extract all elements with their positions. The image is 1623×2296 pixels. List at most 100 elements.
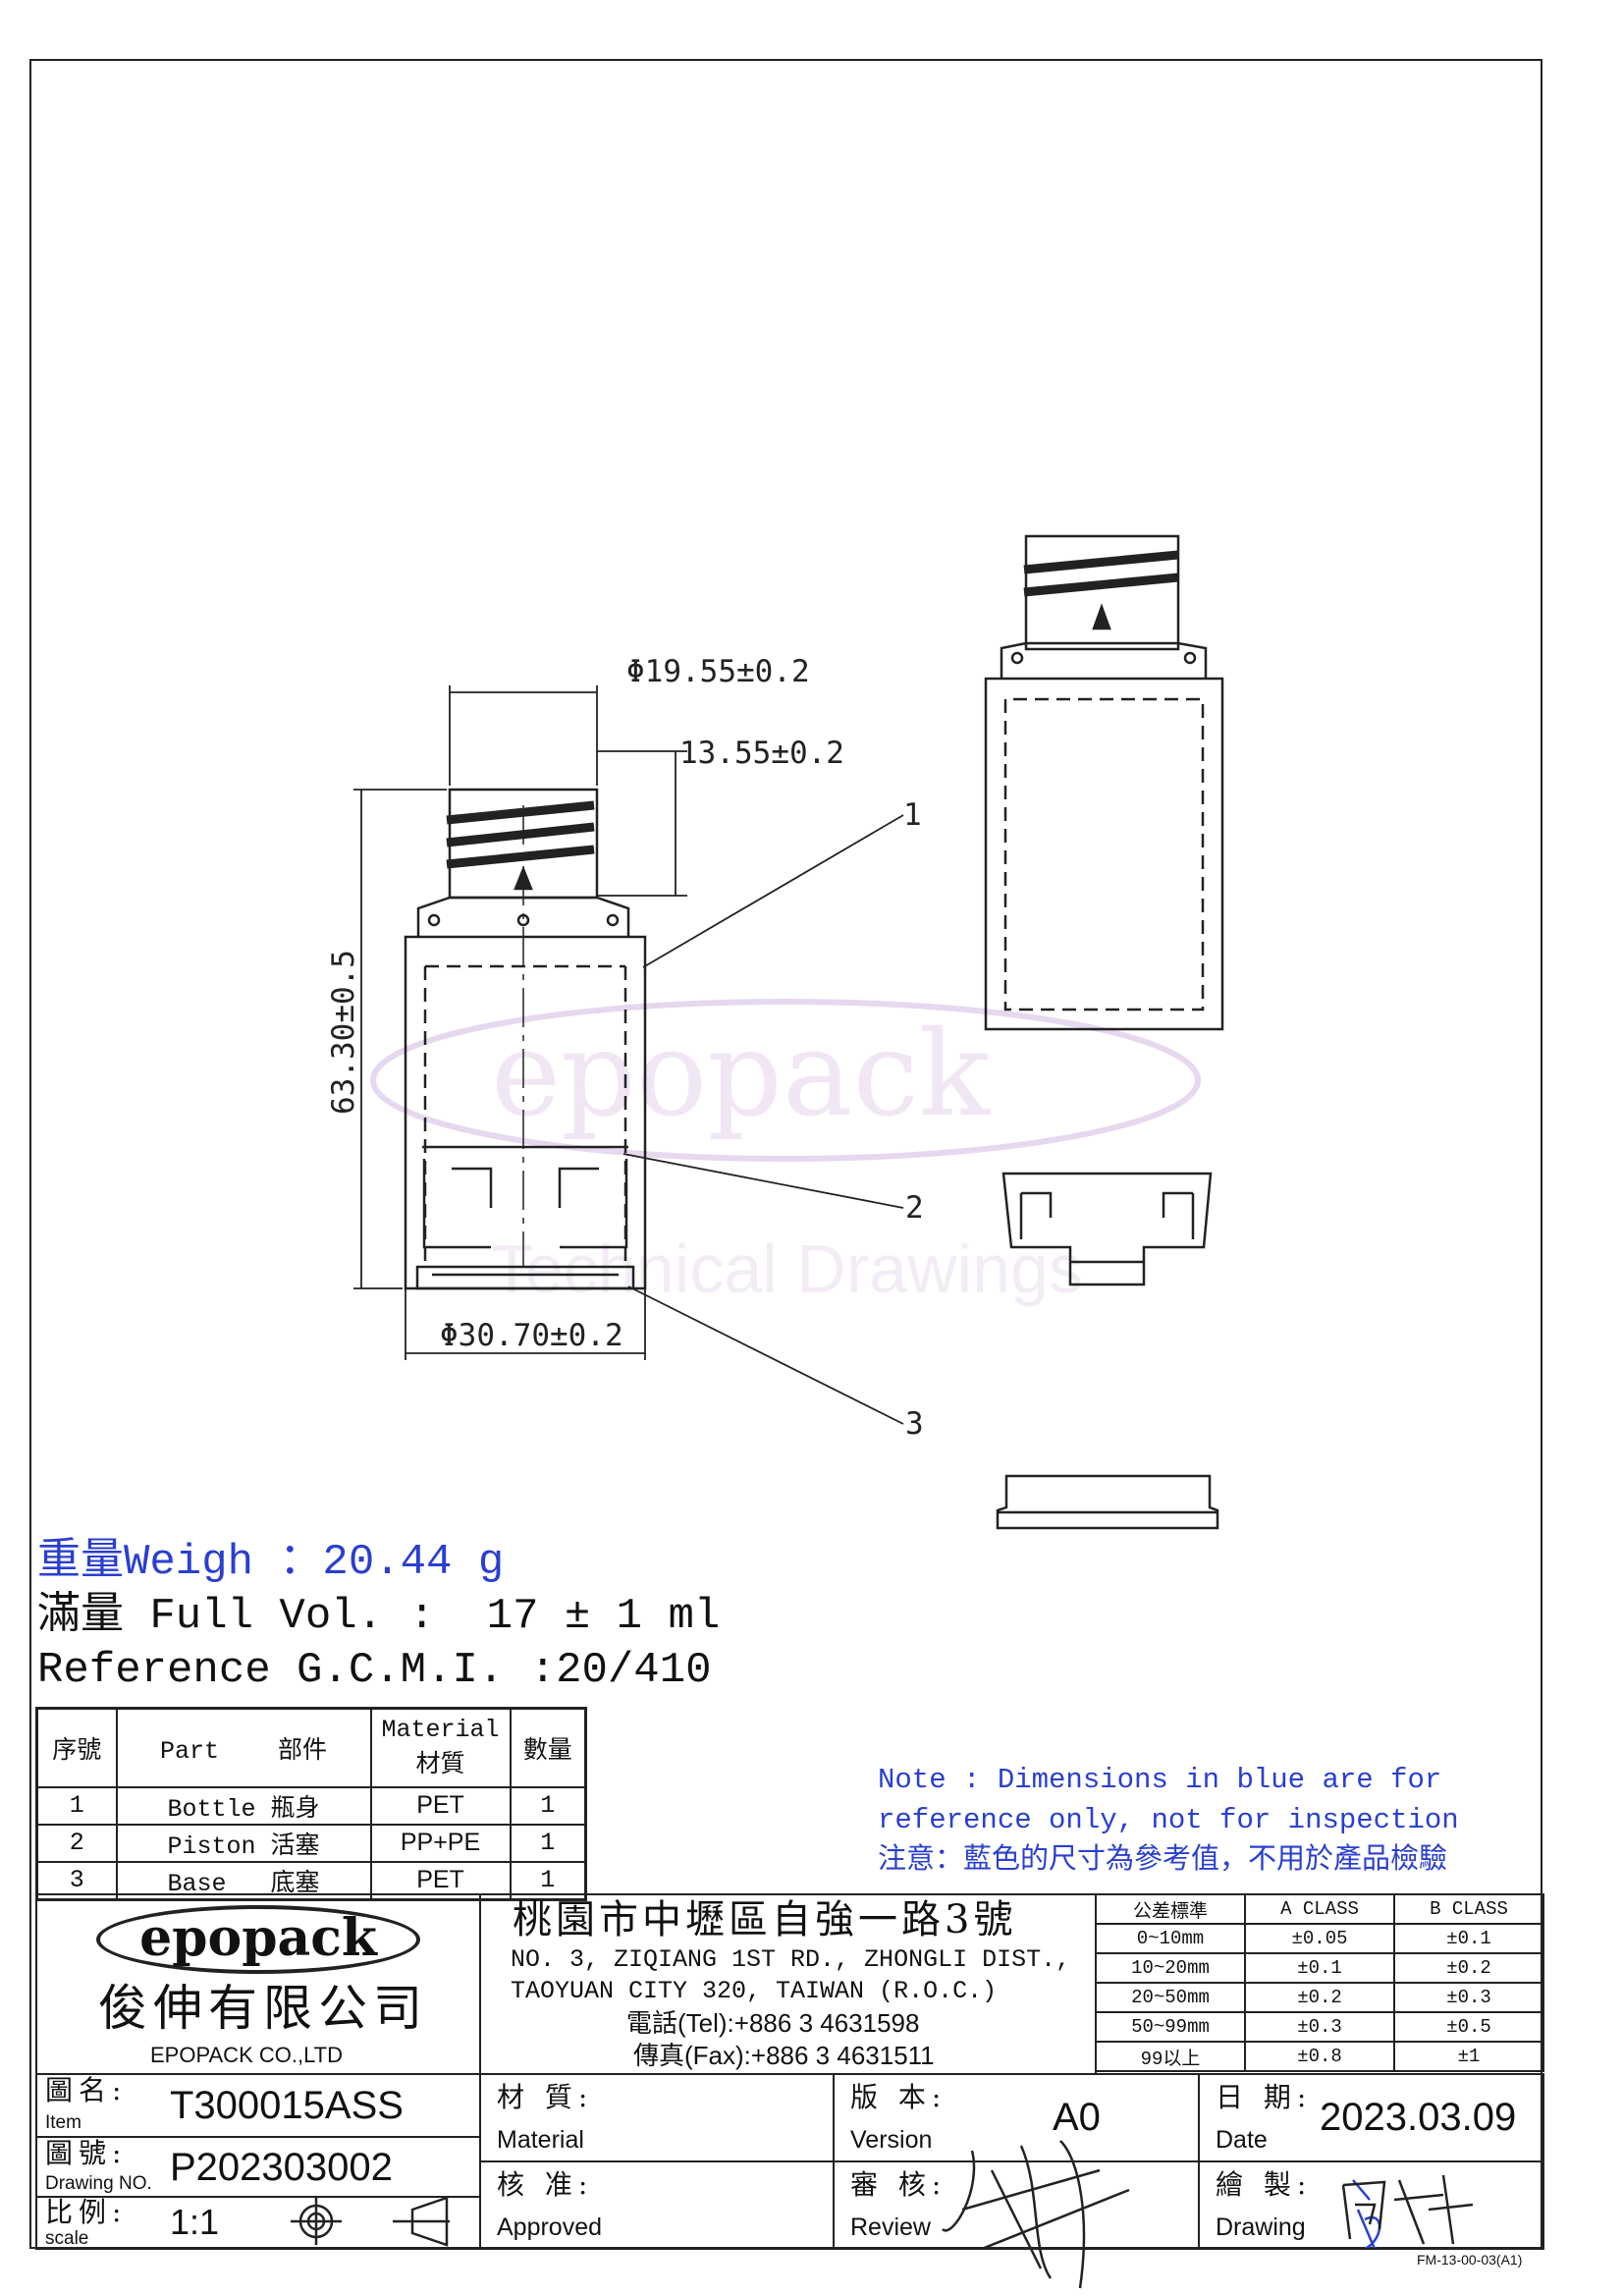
fax: 傳真(Fax):+886 3 4631511 [633, 2041, 935, 2070]
row-part: Piston 活塞 [115, 1823, 372, 1863]
material-label-cn: 材 質: [497, 2081, 594, 2113]
note: Note : Dimensions in blue are for referen… [878, 1760, 1459, 1881]
version-label-en: Version [850, 2126, 933, 2154]
drawing-cell: 繪 製: Drawing [1198, 2160, 1544, 2250]
scale-label-en: scale [45, 2228, 89, 2249]
item-label-cn: 圖名: [45, 2074, 128, 2106]
watermark-text: Technical Drawings [491, 1230, 1083, 1307]
tol-range: 50~99mm [1095, 2011, 1246, 2043]
note-line-2: reference only, not for inspection [878, 1804, 1459, 1836]
tol-b: ±0.3 [1393, 1982, 1544, 2013]
piston-view [1001, 1172, 1213, 1286]
address-cn: 桃園市中壢區自強一路3號 [513, 1897, 1017, 1942]
tel: 電話(Tel):+886 3 4631598 [626, 2008, 920, 2038]
reference-spec: Reference G.C.M.I. :20/410 [37, 1646, 712, 1695]
tol-b: ±1 [1393, 2041, 1544, 2072]
row-qty: 1 [509, 1785, 587, 1826]
row-part: Bottle 瓶身 [115, 1785, 372, 1826]
tol-a: ±0.2 [1244, 1982, 1395, 2013]
scale-cell: 比例: scale 1:1 [35, 2196, 481, 2250]
scale-value: 1:1 [170, 2202, 220, 2242]
tol-header: B CLASS [1393, 1893, 1544, 1925]
tol-b: ±0.1 [1393, 1923, 1544, 1954]
form-number: FM-13-00-03(A1) [1417, 2252, 1523, 2268]
item-cell: 圖名: Item T300015ASS [35, 2073, 481, 2138]
item-value: T300015ASS [170, 2084, 404, 2127]
company-name-cn: 俊伸有限公司 [98, 1980, 428, 2037]
review-signature [942, 2140, 1130, 2289]
drawing-no-label-cn: 圖號: [45, 2137, 128, 2169]
approved-label-cn: 核 准: [497, 2168, 594, 2201]
company-address-cell: 桃園市中壢區自強一路3號 NO. 3, ZIQIANG 1ST RD., ZHO… [479, 1893, 1097, 2075]
callout-2: 2 [905, 1190, 924, 1226]
tol-a: ±0.05 [1244, 1923, 1395, 1954]
table-row: 10~20mm±0.1±0.2 [1095, 1952, 1544, 1984]
projection-symbol [291, 2196, 450, 2247]
item-label-en: Item [45, 2112, 81, 2133]
tol-range: 99以上 [1095, 2041, 1246, 2072]
dim-neck-height: 13.55±0.2 [679, 736, 844, 771]
tol-range: 10~20mm [1095, 1952, 1246, 1984]
drawing-signature [1341, 2174, 1474, 2245]
drawing-label-cn: 繪 製: [1216, 2168, 1313, 2201]
tol-header: 公差標準 [1095, 1893, 1246, 1925]
row-no: 2 [35, 1823, 118, 1863]
table-row: 20~50mm±0.2±0.3 [1095, 1982, 1544, 2013]
review-label-en: Review [850, 2214, 931, 2241]
tol-header: A CLASS [1244, 1893, 1395, 1925]
callout-1: 1 [903, 797, 922, 833]
weight-spec: 重量Weigh ：20.44 g [37, 1538, 505, 1587]
date-label-en: Date [1216, 2126, 1268, 2154]
date-cell: 日 期: Date 2023.03.09 [1198, 2073, 1544, 2162]
drawing-label-en: Drawing [1216, 2214, 1306, 2241]
header-material-en: Material [381, 1716, 500, 1745]
watermark-ellipse [370, 999, 1201, 1162]
version-label-cn: 版 本: [850, 2081, 947, 2113]
tol-a: ±0.3 [1244, 2011, 1395, 2043]
dim-neck-outer: Φ19.55±0.2 [626, 654, 810, 689]
approved-cell: 核 准: Approved [479, 2160, 835, 2250]
assembly-view [353, 685, 904, 1425]
version-cell: 版 本: Version A0 [833, 2073, 1200, 2162]
table-row: 0~10mm±0.05±0.1 [1095, 1923, 1544, 1954]
approved-label-en: Approved [497, 2214, 603, 2241]
tol-b: ±0.2 [1393, 1952, 1544, 1984]
company-name-en: EPOPACK CO.,LTD [150, 2043, 344, 2067]
row-no: 1 [35, 1785, 118, 1826]
table-row: 99以上±0.8±1 [1095, 2041, 1544, 2072]
watermark-logo: epopack [491, 1007, 992, 1143]
dim-body-dia: Φ30.70±0.2 [440, 1318, 623, 1353]
full-volume-spec: 滿量 Full Vol. : 17 ± 1 ml [37, 1592, 721, 1641]
tol-b: ±0.5 [1393, 2011, 1544, 2043]
header-qty: 數量 [509, 1707, 587, 1788]
material-label-en: Material [497, 2126, 584, 2154]
material-cell: 材 質: Material [479, 2073, 835, 2162]
note-line-1: Note : Dimensions in blue are for [878, 1764, 1442, 1796]
dim-height: 63.30±0.5 [326, 950, 361, 1115]
row-material: PET [369, 1785, 512, 1826]
tol-a: ±0.8 [1244, 2041, 1395, 2072]
note-line-3: 注意：藍色的尺寸為參考值，不用於產品檢驗 [878, 1844, 1448, 1877]
date-value: 2023.03.09 [1320, 2096, 1517, 2139]
date-label-cn: 日 期: [1216, 2081, 1313, 2113]
review-label-cn: 審 核: [850, 2168, 947, 2201]
row-material: PP+PE [369, 1823, 512, 1863]
header-no: 序號 [35, 1707, 118, 1788]
version-value: A0 [1053, 2096, 1101, 2139]
company-logo: epopack [96, 1905, 420, 1974]
base-view [996, 1474, 1219, 1530]
scale-label-cn: 比例: [45, 2196, 128, 2228]
drawing-no-label-en: Drawing NO. [45, 2173, 152, 2194]
bottle-view [984, 534, 1224, 1031]
address-line-1: NO. 3, ZIQIANG 1ST RD., ZHONGLI DIST., [511, 1945, 1071, 1974]
header-part: Part 部件 [115, 1707, 372, 1788]
tol-range: 0~10mm [1095, 1923, 1246, 1954]
review-cell: 審 核: Review [833, 2160, 1200, 2250]
drawing-no-value: P202303002 [170, 2146, 393, 2189]
